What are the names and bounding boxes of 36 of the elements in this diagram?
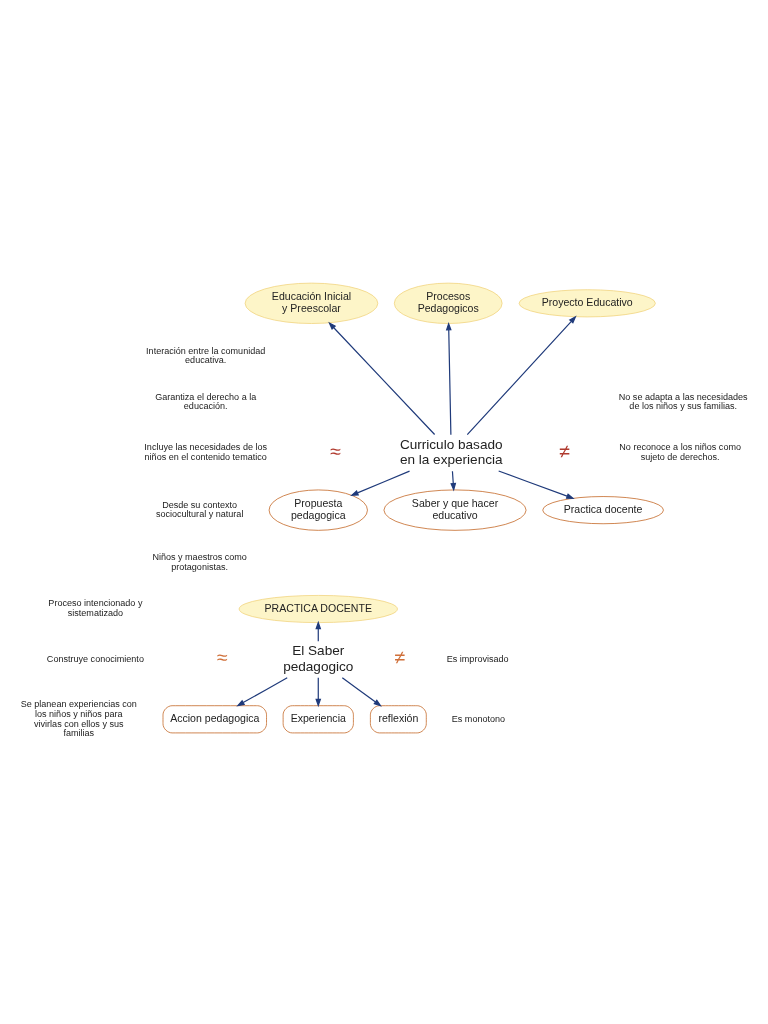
label: Es monotono [451,713,506,724]
label: Garantiza el derecho a la educación. [155,391,257,411]
arrow [315,676,322,707]
label: ≠ [559,439,570,462]
node-ellipse: PRACTICA DOCENTE [238,594,398,623]
label: Se planean experiencias con los niños y niños para vivirlas con ellos y sus familias [20,698,137,738]
node-text: Curriculo basado en la experiencia [399,436,503,467]
arrow [341,676,382,707]
node-text: El Saber pedagogico [283,642,354,674]
node-ellipse: Educación Inicial y Preescolar [244,282,379,324]
label: Desde su contexto sociocultural y natural [155,499,244,519]
arrow [350,469,411,496]
arrow [445,321,452,435]
node-box: Experiencia [282,704,354,733]
label: Construye conocimiento [46,653,144,664]
label: No reconoce a los niños como sujeto de derechos. [619,441,742,462]
node-ellipse: Procesos Pedagogicos [393,282,503,324]
node-ellipse: Saber y que hacer educativo [383,489,527,531]
arrow [498,469,575,499]
node-ellipse: Proyecto Educativo [518,288,656,317]
label: Es improvisado [446,653,509,664]
arrow [466,315,577,435]
node-box: reflexión [370,704,427,733]
label: Niños y maestros como protagonistas. [152,551,247,572]
arrow [236,676,288,706]
label: Interación entre la comunidad educativa. [146,345,266,365]
label: ≠ [394,645,406,668]
label: No se adapta a las necesidades de los niños y sus familias. [618,391,748,411]
label: ≈ [216,645,228,668]
arrow [450,470,457,492]
label: Proceso intencionado y sistematizado [48,597,143,618]
node-ellipse: Practica docente [542,495,664,524]
label: Incluye las necesidades de los niños en el contenido tematico [144,441,268,462]
label: ≈ [330,439,342,462]
arrow [328,321,436,435]
node-box: Accion pedagogica [162,704,267,733]
